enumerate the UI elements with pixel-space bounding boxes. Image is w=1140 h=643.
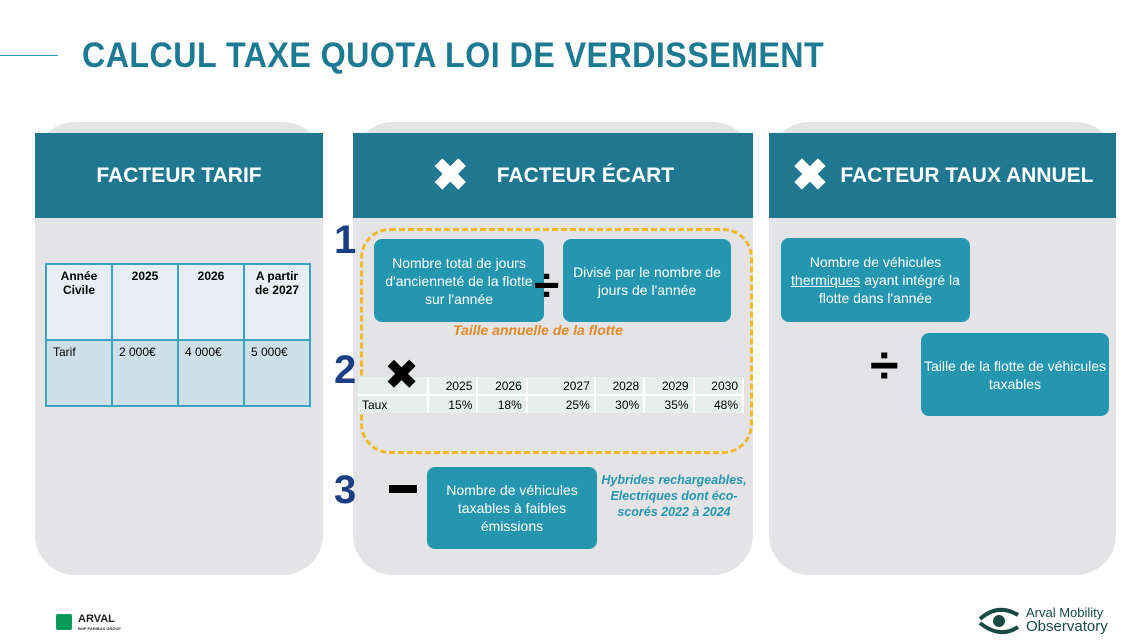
multiply-icon: ✖	[384, 351, 420, 398]
year-cell: 2027	[526, 377, 596, 396]
page-title: CALCUL TAXE QUOTA LOI DE VERDISSEMENT	[82, 36, 825, 75]
rate-cell: 30%	[594, 395, 646, 413]
eye-logo-icon	[978, 607, 1020, 635]
arval-logo-icon	[56, 614, 72, 630]
taux-label: Taux	[358, 395, 429, 413]
divide-icon: ÷	[534, 259, 560, 311]
header-label: FACTEUR TARIF	[96, 163, 262, 187]
box-text-underlined: thermiques	[791, 272, 861, 288]
divide-icon: ÷	[870, 337, 899, 395]
table-cell: 4 000€	[177, 339, 245, 407]
multiply-icon: ✖	[791, 150, 829, 200]
rate-cell: 25%	[526, 395, 596, 413]
year-cell: 2025	[428, 377, 479, 396]
step-number: 2	[334, 348, 357, 392]
step-number: 1	[334, 218, 357, 262]
table-header: 2025	[111, 263, 179, 341]
header-ecart: ✖ FACTEUR ÉCART	[353, 133, 753, 218]
year-cell: 2028	[594, 377, 646, 396]
table-header: 2026	[177, 263, 245, 341]
year-cell: 2029	[644, 377, 695, 396]
header-label: FACTEUR ÉCART	[496, 163, 675, 187]
table-cell: Tarif	[45, 339, 113, 407]
step-number: 3	[334, 468, 357, 512]
header-tarif: FACTEUR TARIF	[35, 133, 323, 218]
low-emission-box: Nombre de véhicules taxables à faibles é…	[427, 467, 597, 549]
rate-cell: 48%	[693, 395, 745, 413]
header-label: FACTEUR TAUX ANNUEL	[840, 163, 1094, 187]
decor-line	[0, 55, 58, 56]
hybrid-note: Hybrides rechargeables, Electriques dont…	[601, 473, 747, 519]
box-text: ayant intégré la flotte dans l'année	[818, 272, 960, 306]
arval-logo-text: ARVAL	[78, 613, 115, 625]
table-cell: 5 000€	[243, 339, 311, 407]
minus-icon	[389, 485, 417, 493]
logo-line: Observatory	[1026, 618, 1108, 635]
dashed-group	[360, 228, 753, 454]
multiply-icon: ✖	[431, 150, 469, 200]
year-cell: 2030	[693, 377, 745, 396]
table-header: A partir de 2027	[243, 263, 311, 341]
fleet-days-box: Nombre total de jours d'ancienneté de la…	[374, 239, 544, 322]
box-text: Nombre de véhicules	[809, 254, 942, 270]
arval-logo-subtext: BNP PARIBAS GROUP	[78, 626, 121, 631]
rate-cell: 15%	[428, 395, 479, 413]
table-cell: 2 000€	[111, 339, 179, 407]
fleet-size-caption: Taille annuelle de la flotte	[453, 322, 623, 338]
days-year-box: Divisé par le nombre de jours de l'année	[563, 239, 731, 322]
year-cell: 2026	[477, 377, 528, 396]
logo-line: Arval Mobility	[1026, 605, 1104, 620]
rate-cell: 35%	[644, 395, 695, 413]
table-header: Année Civile	[45, 263, 113, 341]
taxable-fleet-box: Taille de la flotte de véhicules taxable…	[921, 333, 1109, 416]
thermal-vehicles-box: Nombre de véhicules thermiques ayant int…	[781, 238, 970, 322]
header-taux: ✖ FACTEUR TAUX ANNUEL	[769, 133, 1116, 218]
rate-cell: 18%	[477, 395, 528, 413]
